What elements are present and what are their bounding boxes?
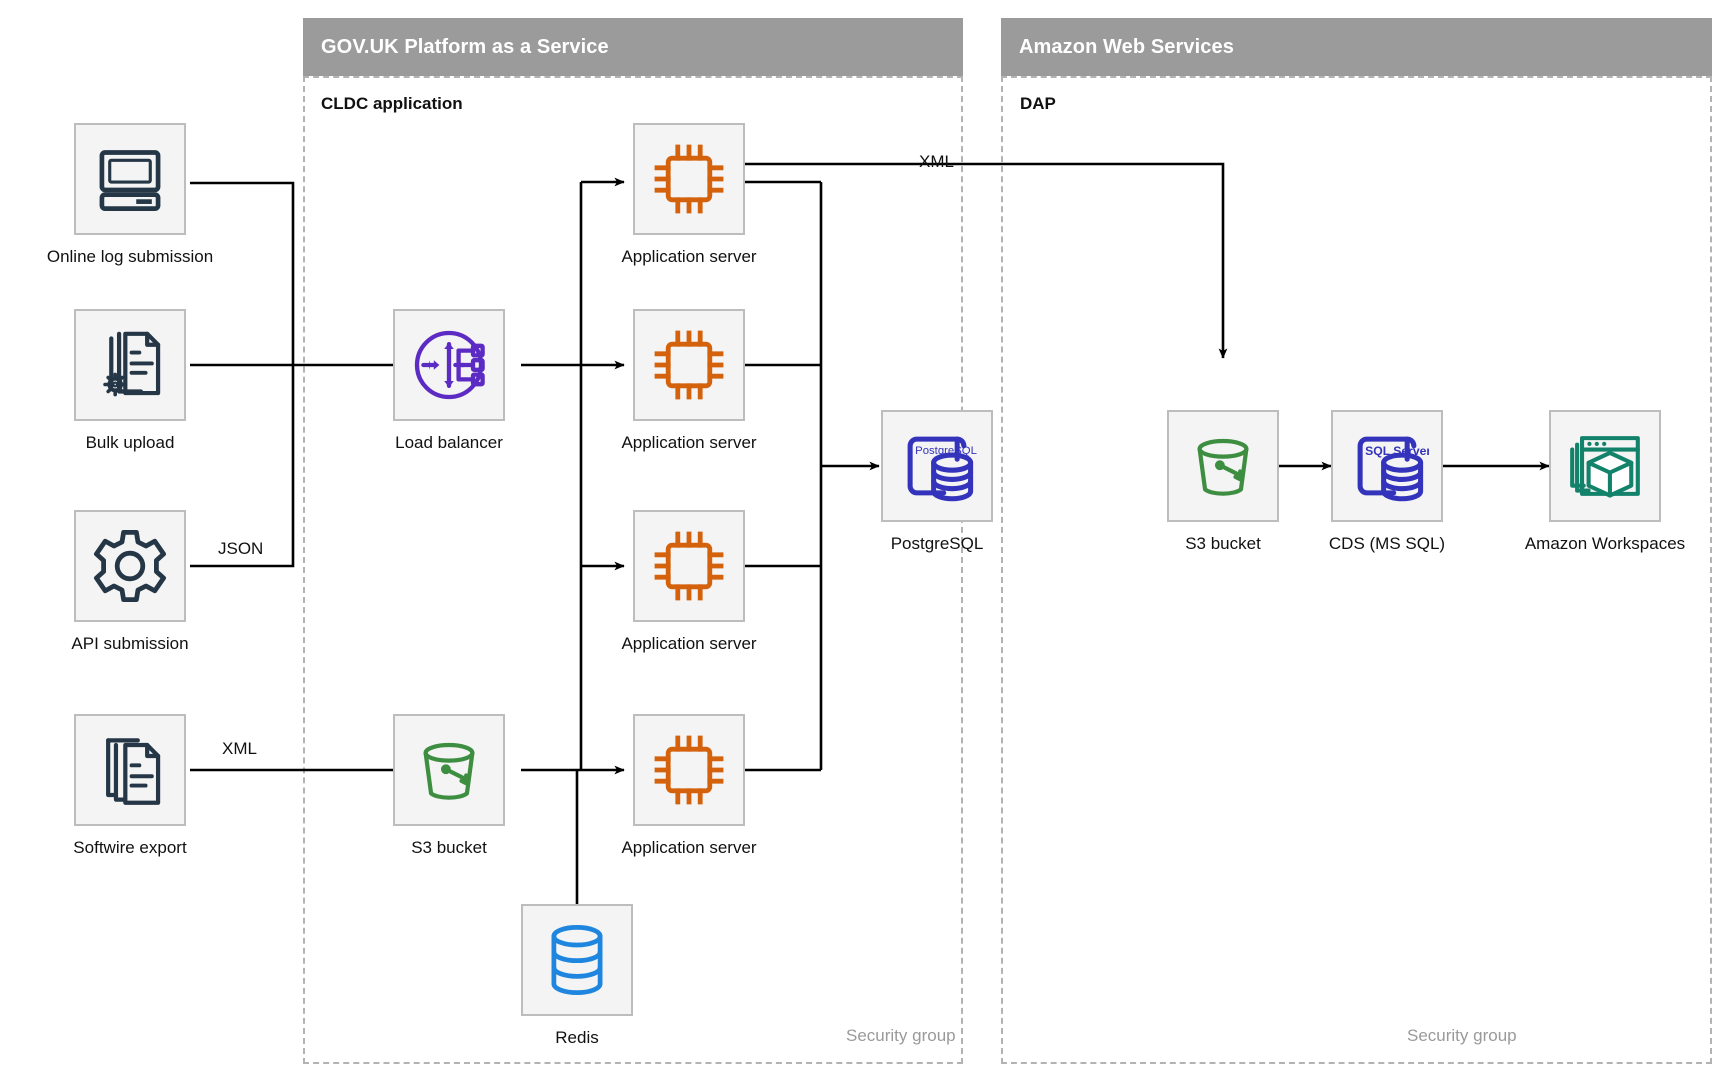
paas-group-banner: GOV.UK Platform as a Service [303, 18, 963, 76]
node-s3-bucket-aws[interactable]: S3 bucket [1167, 410, 1279, 553]
node-softwire-export[interactable]: Softwire export [73, 714, 187, 857]
node-online-log-submission[interactable]: Online log submission [47, 123, 213, 266]
postgresql-icon: PostgreSQL [907, 436, 977, 502]
app-server-2-box [633, 309, 745, 421]
amazon-workspaces-label: Amazon Workspaces [1524, 534, 1686, 553]
workspaces-cube-icon [1570, 436, 1640, 498]
s3-bucket-aws-label: S3 bucket [1185, 534, 1261, 553]
documents-gear-icon [103, 331, 161, 397]
softwire-export-label: Softwire export [73, 838, 187, 857]
database-cylinder-icon [551, 924, 603, 995]
bulk-upload-box [74, 309, 186, 421]
cds-ms-sql-label: CDS (MS SQL) [1328, 534, 1446, 553]
json-edge-label: JSON [218, 539, 264, 558]
api-submission-label: API submission [71, 634, 189, 653]
node-postgresql[interactable]: PostgreSQL PostgreSQL [881, 410, 993, 553]
document-stack-icon [106, 738, 161, 805]
cpu-chip-icon [654, 144, 724, 214]
s3-bucket-paas-box [393, 714, 505, 826]
node-redis[interactable]: Redis [521, 904, 633, 1047]
paas-security-group-box [303, 76, 963, 1064]
node-amazon-workspaces[interactable]: Amazon Workspaces [1525, 410, 1685, 553]
app-server-3-box [633, 510, 745, 622]
node-app-server-4[interactable]: Application server [621, 714, 757, 857]
cpu-chip-icon [654, 531, 724, 601]
app-server-1-label: Application server [621, 247, 757, 266]
aws-group-banner-label: Amazon Web Services [1019, 35, 1234, 58]
app-server-4-label: Application server [621, 838, 757, 857]
paas-group-banner-label: GOV.UK Platform as a Service [321, 35, 609, 58]
redis-box [521, 904, 633, 1016]
load-balancer-box [393, 309, 505, 421]
postgresql-label: PostgreSQL [890, 534, 984, 553]
softwire-export-box [74, 714, 186, 826]
app-server-2-label: Application server [621, 433, 757, 452]
xml-source-edge-label: XML [222, 739, 257, 758]
node-load-balancer[interactable]: Load balancer [393, 309, 505, 452]
aws-security-group-box [1001, 76, 1712, 1064]
app-server-1-box [633, 123, 745, 235]
s3-bucket-paas-label: S3 bucket [411, 838, 487, 857]
node-app-server-1[interactable]: Application server [621, 123, 757, 266]
bucket-icon [423, 742, 475, 800]
cpu-chip-icon [654, 330, 724, 400]
node-app-server-2[interactable]: Application server [621, 309, 757, 452]
node-app-server-3[interactable]: Application server [621, 510, 757, 653]
paas-security-group-label: Security group [846, 1026, 956, 1045]
redis-label: Redis [555, 1028, 599, 1047]
aws-security-group-label: Security group [1407, 1026, 1517, 1045]
xml-export-edge-label: XML [919, 152, 954, 171]
postgresql-icon-text: PostgreSQL [915, 445, 977, 457]
dap-label: DAP [1020, 94, 1056, 113]
load-balancer-icon [414, 330, 485, 400]
cpu-chip-icon [654, 735, 724, 805]
aws-group-banner: Amazon Web Services [1001, 18, 1712, 76]
node-s3-bucket-paas[interactable]: S3 bucket [393, 714, 505, 857]
amazon-workspaces-box [1549, 410, 1661, 522]
cldc-application-label: CLDC application [321, 94, 463, 113]
sql-server-icon: SQL Server [1357, 436, 1429, 502]
app-server-3-label: Application server [621, 634, 757, 653]
online-log-submission-box [74, 123, 186, 235]
desktop-computer-icon [99, 150, 161, 211]
bulk-upload-label: Bulk upload [85, 433, 175, 452]
postgresql-box: PostgreSQL [881, 410, 993, 522]
cds-ms-sql-box: SQL Server [1331, 410, 1443, 522]
gear-icon [94, 530, 167, 602]
s3-bucket-aws-box [1167, 410, 1279, 522]
node-api-submission[interactable]: API submission [71, 510, 189, 653]
app-server-4-box [633, 714, 745, 826]
sql-server-icon-text: SQL Server [1365, 444, 1429, 458]
node-cds-ms-sql[interactable]: SQL Server CDS (MS SQL) [1329, 410, 1445, 553]
bucket-icon [1197, 438, 1249, 496]
online-log-submission-label: Online log submission [46, 247, 214, 266]
node-bulk-upload[interactable]: Bulk upload [74, 309, 186, 452]
api-submission-box [74, 510, 186, 622]
load-balancer-label: Load balancer [395, 433, 503, 452]
